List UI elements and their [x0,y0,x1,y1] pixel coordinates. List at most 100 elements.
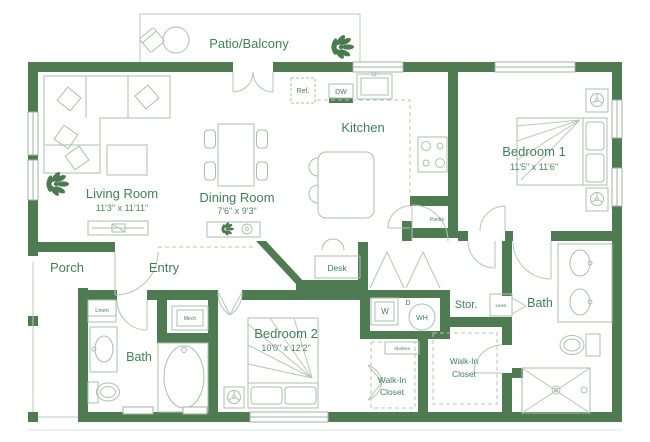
storage-door [467,240,496,269]
desk-nook [314,238,361,279]
entry-label: Entry [149,260,180,275]
wic2-door [473,344,503,374]
bedroom2-furniture [223,317,319,409]
bedroom2-label: Bedroom 2 [254,326,318,341]
shelves-label: Shelves [394,346,411,351]
linen-hall-box [489,293,513,317]
bedroom2-door [217,291,243,316]
bed-1 [516,117,608,186]
barstools [308,157,319,204]
lamp-icon [227,390,241,404]
kitchen-nook-door [411,204,449,242]
pantry-door [387,205,411,229]
wic1-doors [367,364,383,401]
kitchen-label: Kitchen [341,120,384,135]
water-heater [408,303,436,331]
plant-icon [45,170,69,198]
console-table [206,221,261,238]
coffee-table [106,144,148,176]
bedroom1-label: Bedroom 1 [502,144,566,159]
linen-hall-door [511,297,527,315]
dining-furniture [158,123,268,248]
porch-edge [28,262,622,431]
kitchen-fixtures [290,71,448,219]
labels: Patio/Balcony Living Room 11'3" x 11'11"… [50,36,566,397]
fridge-label: Ref. [297,88,310,95]
dining-table [217,123,255,187]
patio-label: Patio/Balcony [209,36,289,51]
windows [27,61,623,423]
tv-console [87,220,149,236]
bath2-door [116,299,148,331]
storage-label: Stor. [455,299,478,311]
kitchen-island [317,151,375,219]
bath1-fixtures [521,243,613,414]
lamp-icon [590,192,604,206]
fridge [290,77,316,104]
living-room-dims: 11'3" x 11'11" [96,203,148,213]
kitchen-sink [356,71,393,100]
chair [256,129,268,149]
water-heater-label: WH [416,315,428,322]
bedroom1-dims: 11'5" x 11'6" [510,162,558,172]
chair [204,161,216,181]
bedroom1-furniture [516,88,609,212]
living-room-label: Living Room [86,186,158,201]
patio-table [162,26,190,54]
linen-shelf [87,299,117,323]
porch-label: Porch [50,260,84,275]
laundry-bifold-doors [369,250,441,289]
washer [370,297,399,326]
walls [28,62,622,422]
wic1-label-line1: Walk-In [378,375,407,385]
sofa-pillows [53,84,160,171]
front-door [114,251,159,296]
sofa [43,75,171,174]
bedroom1-door [479,205,506,232]
wic2-label-line1: Walk-In [450,356,479,366]
desk-chair [321,238,345,257]
bath2-fixtures [87,299,209,415]
wic2-label-line2: Closet [452,369,477,379]
closet-shelving [370,332,498,409]
dining-room-label: Dining Room [199,190,274,205]
toilet [87,381,120,404]
patio-door [232,71,274,93]
desk-label: Desk [327,263,347,273]
dishwasher [328,83,354,99]
patio-balcony [139,13,361,62]
linen-bath-label: Linen [95,308,108,314]
double-vanity [557,243,613,323]
living-room-furniture [43,75,171,236]
bedroom2-dims: 10'0" x 12'2" [261,343,310,353]
linen-hall-label: Linen [495,303,507,308]
patio-chair [139,27,165,53]
lamp-icon [590,93,604,107]
vanity-sink [89,326,118,373]
dishwasher-label: DW [335,89,347,96]
wic1-label-line2: Closet [380,387,405,397]
pantry-label: Pantry [430,217,445,223]
chair [256,161,268,181]
chair [204,129,216,149]
dining-room-dims: 7'6" x 9'3" [217,206,256,216]
nightstand [585,187,609,212]
bath1-label: Bath [527,296,553,310]
bed-2 [247,317,319,409]
bath2-label: Bath [126,350,152,364]
plant-icon [221,221,234,237]
mech-unit [171,305,209,331]
nightstand [223,386,245,409]
toilet [559,333,601,357]
washer-label: W [381,307,389,316]
doors [114,71,552,401]
dryer-label: D [405,300,410,307]
bath1-door [512,240,552,280]
stove [417,136,448,173]
plant-icon [330,33,354,61]
bathtub [157,342,209,413]
mech-label: Mech [184,316,196,322]
shower [521,367,591,414]
